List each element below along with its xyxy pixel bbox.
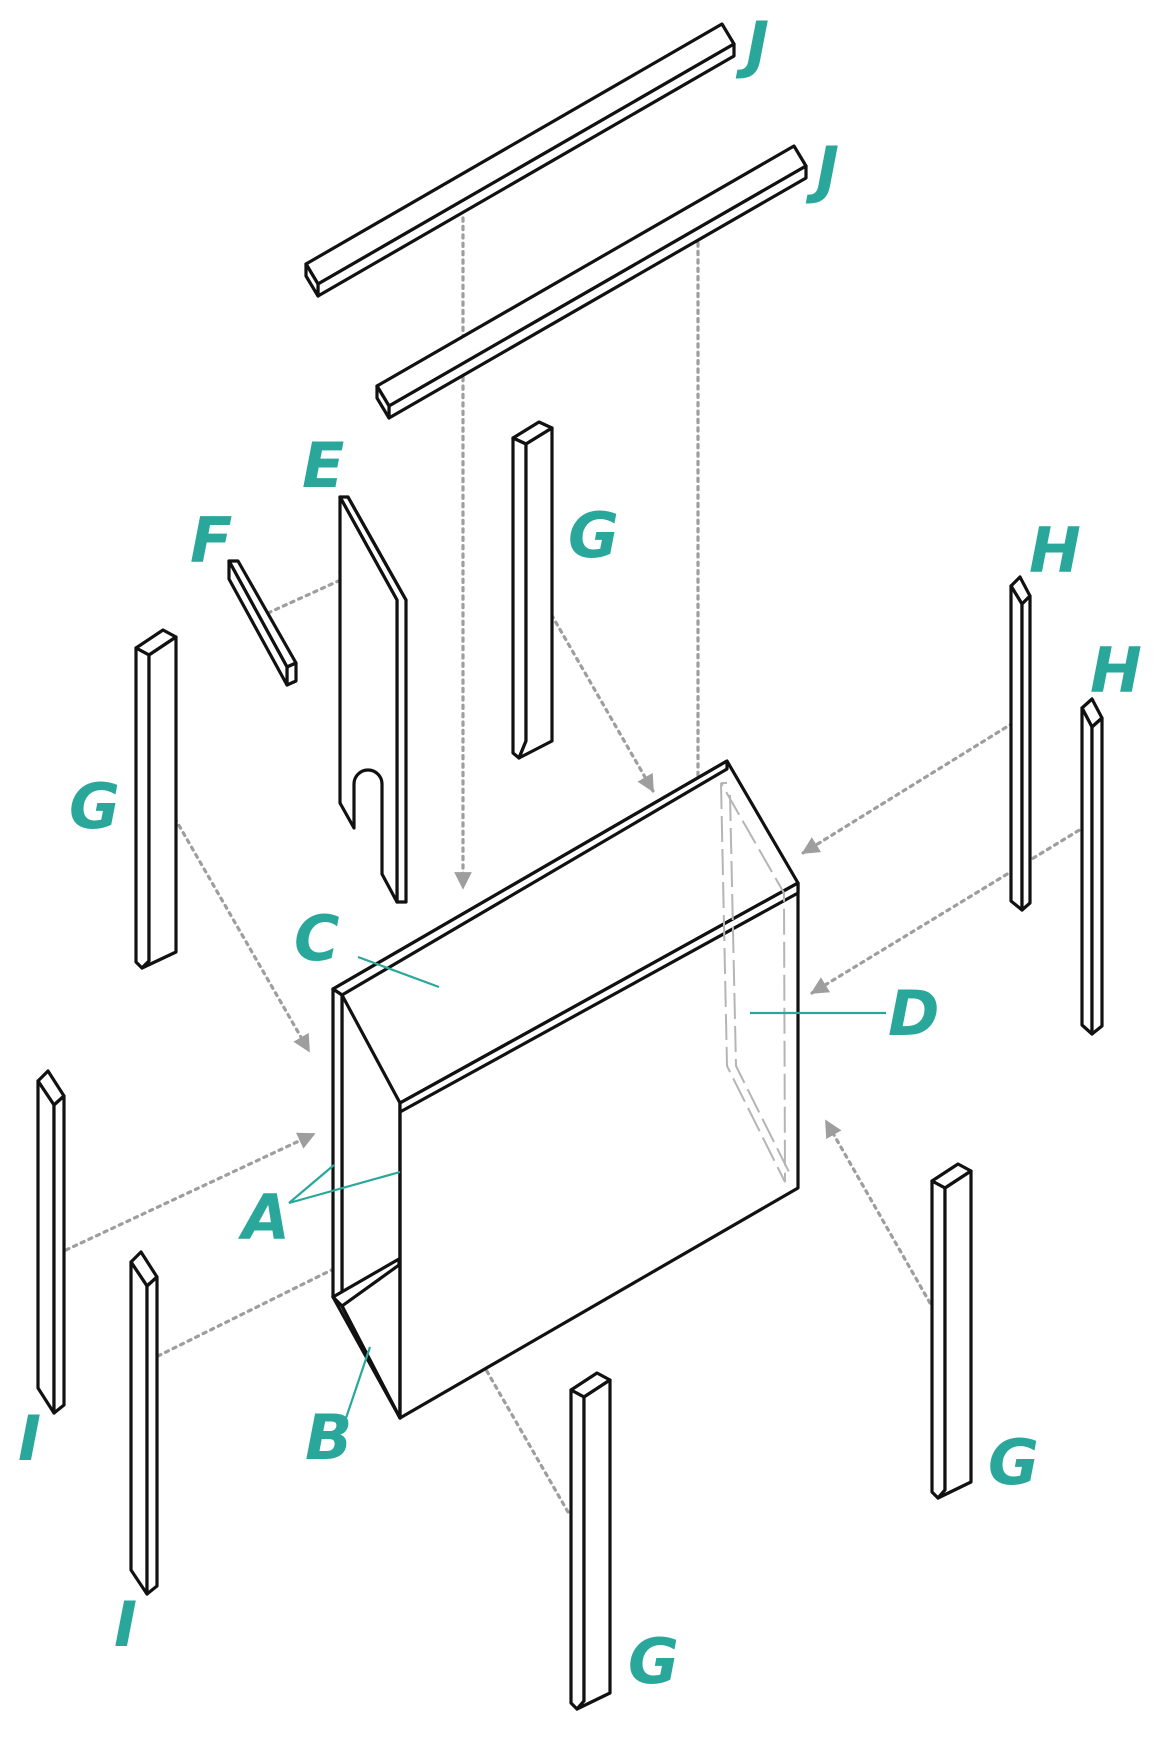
part-i-left [36,1069,66,1415]
part-g-bottom [569,1371,612,1711]
label-a: A [237,1181,290,1254]
label-c: C [294,902,340,975]
part-g-left [134,628,178,970]
label-j-second: J [805,133,839,206]
label-f: F [190,504,232,577]
leader-b [340,1346,372,1431]
part-j-top-rail [304,22,736,298]
part-e-panel [338,495,408,904]
part-labels: J J E F G H H G C D A B I G I G [18,8,1142,1698]
label-j-top: J [735,8,769,81]
arrow-f-to-e [266,571,358,615]
arrow-g-bottom-to-box [422,1260,570,1514]
part-g-center-top [511,420,554,760]
label-d: D [888,977,939,1050]
label-g-left: G [69,770,120,843]
part-g-right-bottom [930,1162,973,1500]
label-i-left: I [18,1402,41,1475]
part-i-lower [129,1250,159,1596]
label-g-bottom: G [628,1625,679,1698]
part-h-first [1009,575,1032,912]
label-g-right-bottom: G [988,1426,1039,1499]
leader-c [357,955,440,989]
leader-lines [288,955,886,1431]
arrow-i-left-to-box [64,1132,316,1252]
leader-a-left [288,1164,335,1204]
arrow-g-left-to-box [156,787,311,1053]
part-main-box [331,759,800,1420]
arrow-h-first-to-box [801,721,1015,855]
part-j-second-rail [375,144,808,420]
label-h-second: H [1090,634,1142,707]
part-f-strip [227,559,298,687]
label-e: E [302,429,344,502]
leader-a-right [288,1170,401,1205]
arrow-h-second-to-box [810,824,1088,995]
arrow-g-right-to-box [824,1119,932,1305]
label-b: B [305,1401,352,1474]
label-h-first: H [1029,514,1081,587]
label-g-center-top: G [568,499,619,572]
part-h-second [1080,697,1104,1036]
arrow-g-top-to-box [537,591,655,793]
label-i-lower: I [114,1588,137,1661]
